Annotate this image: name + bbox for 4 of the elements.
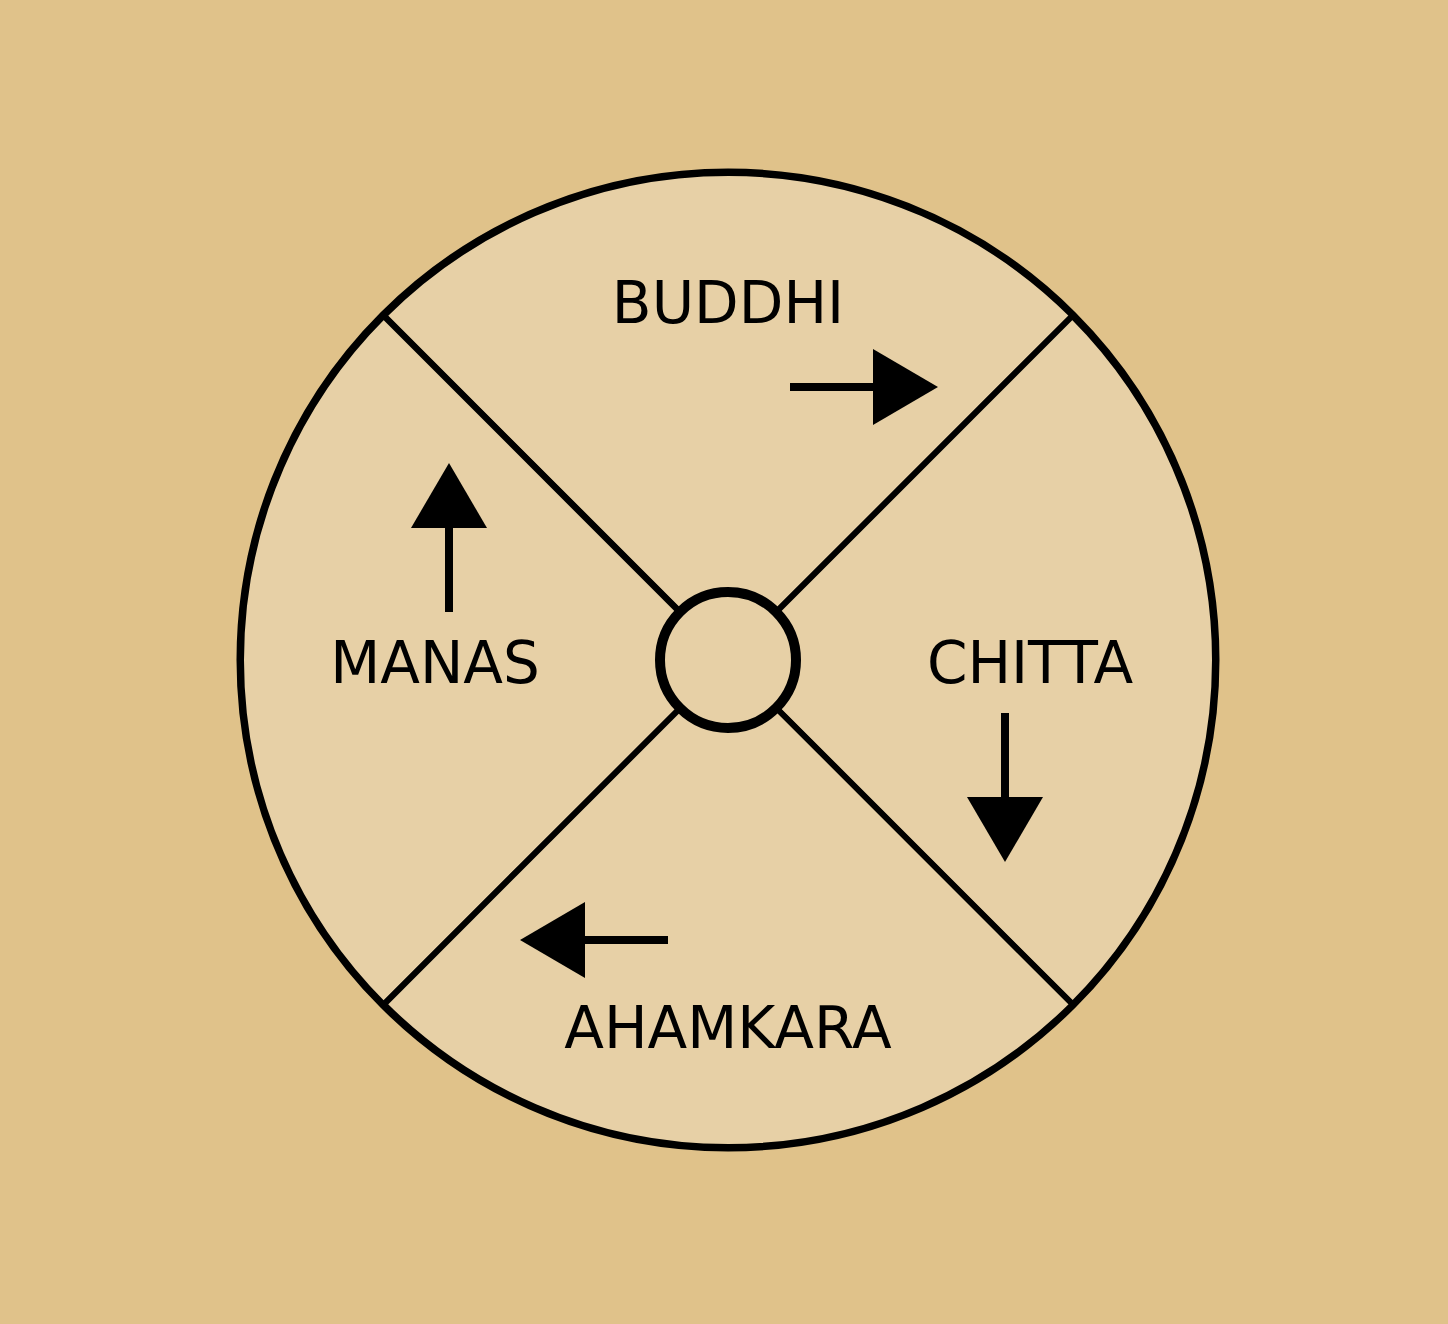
segment-label: CHITTA — [926, 634, 1134, 692]
segment-label: BUDDHI — [611, 274, 845, 332]
segment-label: MANAS — [330, 634, 540, 692]
segment-label: AHAMKARA — [564, 999, 892, 1057]
